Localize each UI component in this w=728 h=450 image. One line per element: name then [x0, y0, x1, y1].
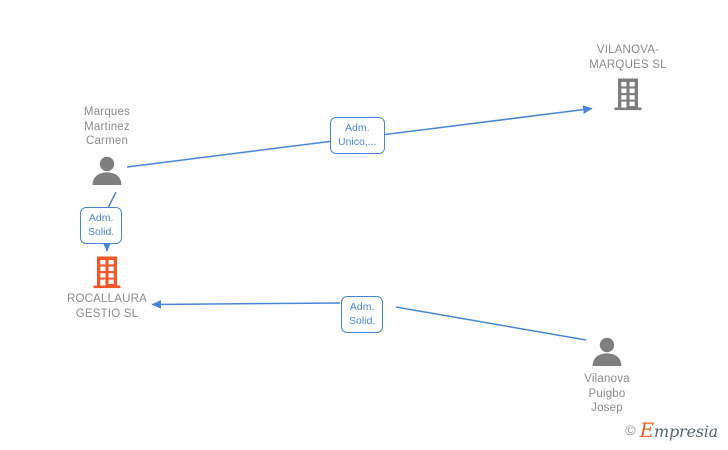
brand-initial: E: [639, 418, 655, 442]
node-person-vilanova-puigbo-josep[interactable]: Vilanova Puigbo Josep: [537, 334, 677, 416]
node-company-vilanova-marques-sl[interactable]: VILANOVA- MARQUES SL: [558, 43, 698, 112]
person-icon: [89, 153, 125, 189]
watermark: © Empresia: [625, 418, 718, 442]
edge-label-adm-solid-carmen[interactable]: Adm. Solid.: [80, 207, 123, 244]
brand-name: Empresia: [639, 418, 719, 442]
node-label-marques-martinez-carmen: Marques Martinez Carmen: [83, 106, 131, 147]
copyright-icon: ©: [625, 422, 636, 438]
edge-label-adm-unico[interactable]: Adm. Unico,...: [330, 117, 385, 154]
building-icon: [610, 76, 646, 112]
person-icon: [589, 334, 625, 370]
node-label-vilanova-puigbo-josep: Vilanova Puigbo Josep: [584, 373, 630, 414]
edge-josep-to-rocallaura-left: [151, 300, 341, 309]
edge-josep-to-rocallaura-right: [395, 306, 587, 341]
node-label-vilanova-marques-sl: VILANOVA- MARQUES SL: [589, 44, 667, 71]
node-label-rocallaura-gestio-sl: ROCALLAURA GESTIO SL: [67, 293, 147, 320]
node-person-marques-martinez-carmen[interactable]: Marques Martinez Carmen: [37, 105, 177, 189]
brand-rest: mpresia: [654, 422, 718, 441]
edge-carmen-to-rocallaura-upper: [107, 191, 117, 209]
building-icon-highlighted: [89, 254, 125, 290]
edge-label-adm-solid-josep[interactable]: Adm. Solid.: [341, 296, 384, 333]
node-company-rocallaura-gestio-sl[interactable]: ROCALLAURA GESTIO SL: [37, 254, 177, 321]
